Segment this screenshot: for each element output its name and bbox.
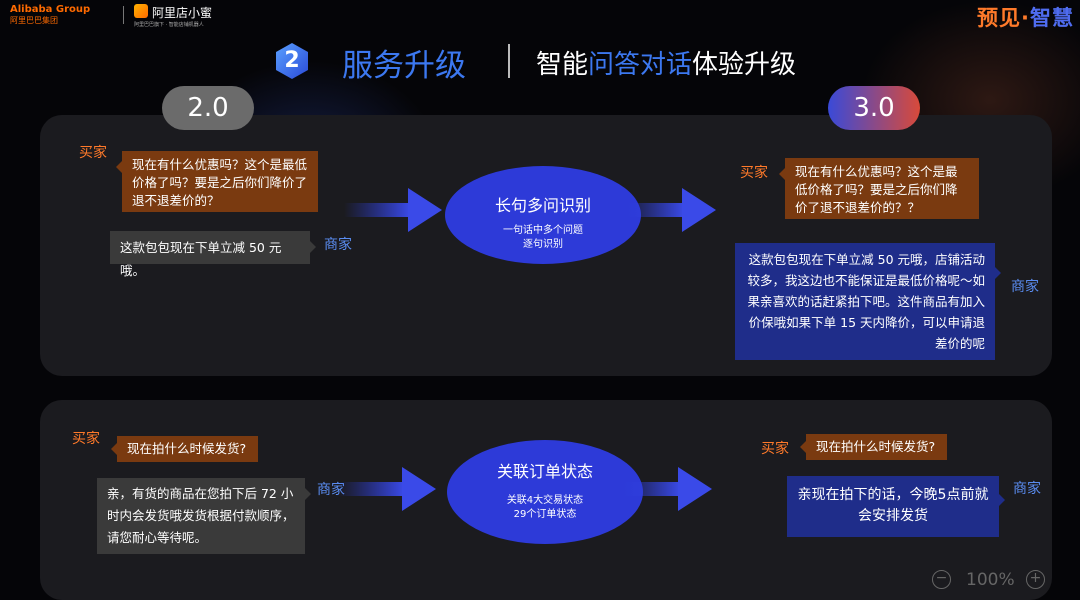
seller-label: 商家 <box>1011 279 1039 295</box>
feature-desc-2: 逐句识别 <box>523 239 563 250</box>
feature-desc-1: 关联4大交易状态 <box>506 495 584 506</box>
step-badge: 2 <box>273 42 311 80</box>
new-seller-message-shipping: 亲现在拍下的话，今晚5点前就会安排发货 <box>787 476 1005 537</box>
old-seller-message: 这款包包现在下单立减 50 元哦。 <box>110 231 316 278</box>
buyer-label: 买家 <box>79 145 107 161</box>
feature-title: 长句多问识别 <box>494 196 591 215</box>
arrow-right-icon <box>618 188 716 232</box>
store-logo-tagline: 阿里巴巴旗下 · 智能店铺机器人 <box>134 22 204 28</box>
arrow-right-icon <box>338 467 436 511</box>
alibaba-logo: Alibaba Group 阿里巴巴集团 <box>10 4 120 26</box>
new-seller-message: 这款包包现在下单立减 50 元哦，店铺活动较多，我这边也不能保证是最低价格呢～如… <box>735 243 1001 360</box>
store-logo-icon <box>134 4 148 18</box>
seller-label: 商家 <box>1013 481 1041 497</box>
old-buyer-message: 现在有什么优惠吗？这个是最低价格了吗？要是之后你们降价了退不退差价的？ <box>116 151 318 212</box>
new-buyer-message-shipping: 现在拍什么时候发货? <box>800 434 947 460</box>
arrow-right-icon <box>344 188 442 232</box>
old-seller-message-shipping: 亲，有货的商品在您拍下后 72 小时内会发货哦发货根据付款顺序，请您耐心等待呢。 <box>97 478 311 554</box>
feature-desc-1: 一句话中多个问题 <box>503 225 583 236</box>
buyer-label: 买家 <box>72 431 100 447</box>
store-logo-name: 阿里店小蜜 <box>152 6 213 20</box>
feature-desc-2: 29个订单状态 <box>513 509 577 520</box>
zoom-in-button[interactable]: + <box>1026 570 1045 589</box>
zoom-out-button[interactable]: − <box>932 570 951 589</box>
logo-divider <box>123 6 124 24</box>
brand-slogan: 预见·智慧 <box>977 6 1074 30</box>
version-2-pill: 2.0 <box>162 86 254 130</box>
arrow-right-icon <box>614 467 712 511</box>
hexagon-icon <box>276 43 308 79</box>
feature-ellipse-long-sentence: 长句多问识别 一句话中多个问题 逐句识别 <box>445 166 641 264</box>
store-assistant-logo: 阿里店小蜜 阿里巴巴旗下 · 智能店铺机器人 <box>134 4 244 28</box>
page-title: 服务升级 <box>342 48 466 84</box>
feature-ellipse-order-status: 关联订单状态 关联4大交易状态 29个订单状态 <box>447 440 643 544</box>
zoom-control: − 100% + <box>930 570 1080 591</box>
new-buyer-message: 现在有什么优惠吗？这个是最低价格了吗？要是之后你们降价了退不退差价的？？ <box>779 158 979 219</box>
step-number: 2 <box>284 48 300 73</box>
alibaba-logo-cn: 阿里巴巴集团 <box>10 16 58 25</box>
seller-label: 商家 <box>324 237 352 253</box>
feature-title: 关联订单状态 <box>496 462 593 481</box>
version-3-pill: 3.0 <box>828 86 920 130</box>
alibaba-logo-en: Alibaba Group <box>10 4 91 15</box>
title-divider <box>508 44 510 78</box>
top-bar: Alibaba Group 阿里巴巴集团 阿里店小蜜 阿里巴巴旗下 · 智能店铺… <box>0 0 1080 30</box>
buyer-label: 买家 <box>740 165 768 181</box>
old-buyer-message-shipping: 现在拍什么时候发货? <box>111 436 258 462</box>
page-subtitle: 智能问答对话体验升级 <box>536 50 797 80</box>
buyer-label: 买家 <box>761 441 789 457</box>
zoom-level: 100% <box>966 570 1015 590</box>
